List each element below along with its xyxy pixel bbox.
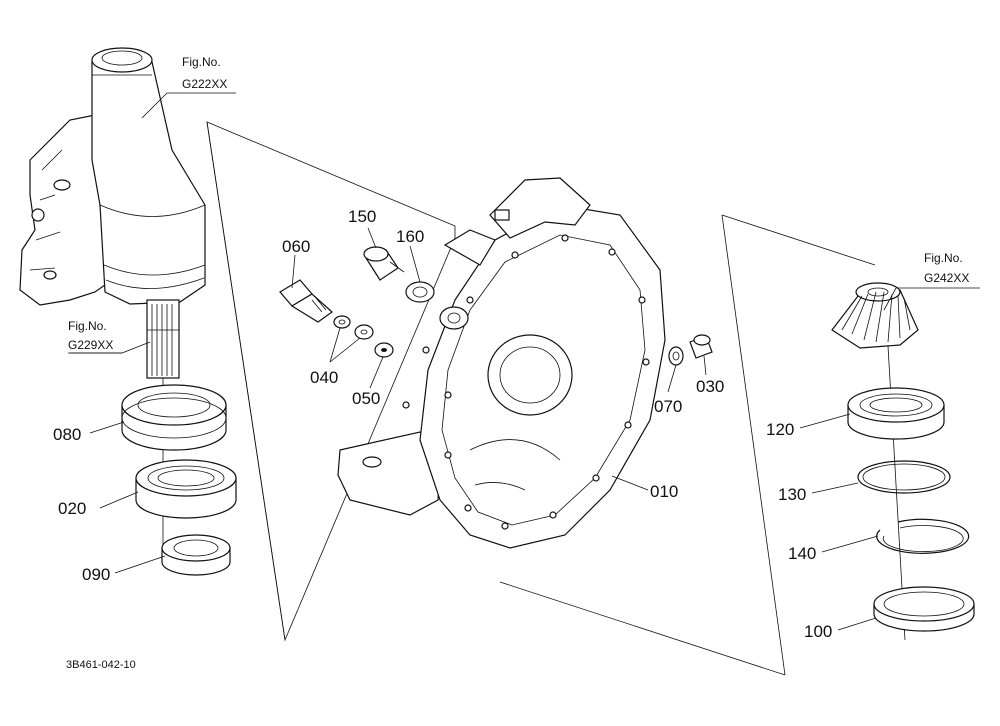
bearing-120 xyxy=(847,387,945,440)
seal-090 xyxy=(161,534,231,576)
svg-text:G242XX: G242XX xyxy=(924,271,969,285)
svg-text:Fig.No.: Fig.No. xyxy=(924,251,963,265)
svg-text:G229XX: G229XX xyxy=(68,338,113,352)
drawing-code: 3B461-042-10 xyxy=(66,659,136,671)
part-label-080[interactable]: 080 xyxy=(53,425,81,444)
part-number-labels: 010 020 030 040 050 060 070 080 090 100 … xyxy=(53,207,832,641)
fig-ref-g242[interactable]: Fig.No. G242XX xyxy=(924,251,980,289)
oring-130 xyxy=(857,460,951,494)
svg-text:G222XX: G222XX xyxy=(182,77,227,91)
fig-ref-g222[interactable]: Fig.No. G222XX xyxy=(180,55,236,94)
part-label-140[interactable]: 140 xyxy=(788,544,816,563)
plug-150 xyxy=(363,246,405,281)
seal-washer-160 xyxy=(405,281,435,303)
washers-040 xyxy=(333,315,374,340)
part-label-070[interactable]: 070 xyxy=(654,397,682,416)
part-label-060[interactable]: 060 xyxy=(282,237,310,256)
bolt-060 xyxy=(279,279,333,323)
part-label-040[interactable]: 040 xyxy=(310,368,338,387)
frame-lines xyxy=(206,121,876,676)
part-label-160[interactable]: 160 xyxy=(396,227,424,246)
svg-text:Fig.No.: Fig.No. xyxy=(182,55,221,69)
part-label-090[interactable]: 090 xyxy=(82,565,110,584)
part-label-010[interactable]: 010 xyxy=(650,482,678,501)
seal-100 xyxy=(873,586,975,632)
bearing-020 xyxy=(135,459,237,519)
washer-050 xyxy=(374,342,394,358)
case-010 xyxy=(337,177,666,549)
svg-text:Fig.No.: Fig.No. xyxy=(68,319,107,333)
part-label-030[interactable]: 030 xyxy=(696,377,724,396)
bevel-gear xyxy=(831,282,919,349)
plug-030 xyxy=(689,334,713,359)
seal-080 xyxy=(121,384,227,451)
part-label-150[interactable]: 150 xyxy=(348,207,376,226)
snap-ring-140 xyxy=(876,518,970,554)
boss-seat xyxy=(439,306,469,330)
kingpin-housing-assembly xyxy=(19,47,206,560)
part-label-100[interactable]: 100 xyxy=(804,622,832,641)
washer-070 xyxy=(668,346,684,366)
part-label-130[interactable]: 130 xyxy=(778,485,806,504)
part-label-020[interactable]: 020 xyxy=(58,499,86,518)
fig-ref-g229[interactable]: Fig.No. G229XX xyxy=(68,319,122,354)
leader-lines xyxy=(70,92,924,631)
part-label-120[interactable]: 120 xyxy=(766,420,794,439)
part-label-050[interactable]: 050 xyxy=(352,389,380,408)
